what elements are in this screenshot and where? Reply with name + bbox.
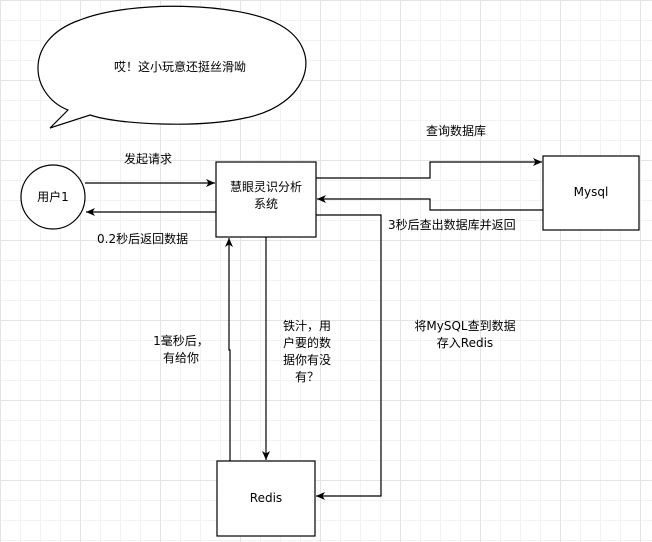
user-label: 用户1 xyxy=(37,189,69,204)
bubble-text: 哎！这小玩意还挺丝滑呦 xyxy=(113,59,246,74)
edge-redis-return xyxy=(225,238,233,461)
edge-label-query-db: 查询数据库 xyxy=(426,124,487,138)
redis-node xyxy=(216,460,316,537)
edge-query-db xyxy=(316,158,542,179)
redis-label: Redis xyxy=(249,490,283,505)
edge-label-request: 发起请求 xyxy=(124,152,173,166)
mysql-node xyxy=(542,155,640,231)
mysql-label: Mysql xyxy=(573,184,609,199)
system-node xyxy=(215,161,317,238)
edge-label-store-redis: 将MySQL查到数据 存入Redis xyxy=(414,319,516,350)
edge-store-redis xyxy=(316,214,382,500)
edge-label-redis-return: 1毫秒后， 有给你 xyxy=(153,334,209,365)
system-label: 慧眼灵识分析 系统 xyxy=(229,180,302,211)
user-node xyxy=(20,164,86,230)
edge-label-db-return: 3秒后查出数据库并返回 xyxy=(388,218,516,232)
edge-db-return xyxy=(317,195,543,211)
speech-bubble xyxy=(37,5,307,129)
edge-label-response: 0.2秒后返回数据 xyxy=(97,232,189,246)
edge-label-query-redis: 铁汁，用 户要的数 据你有没 有？ xyxy=(282,319,331,384)
